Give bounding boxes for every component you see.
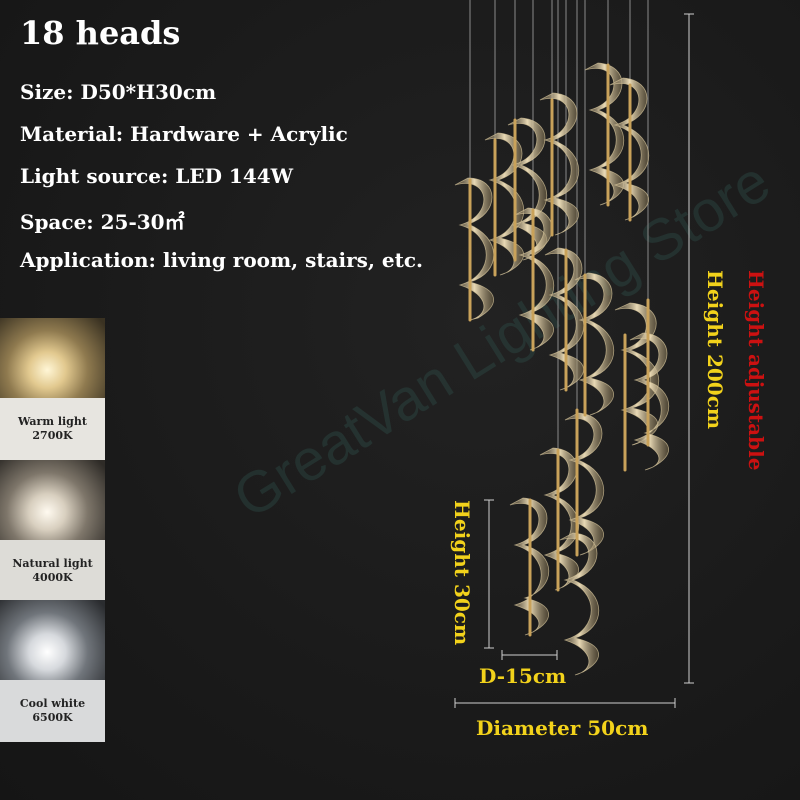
diameter-label: Diameter 50cm: [476, 716, 649, 740]
swatch-name: Cool white: [19, 697, 86, 710]
swatch-label: Natural light 4000K: [0, 540, 105, 602]
swatch-warm-light: Warm light 2700K: [0, 318, 105, 460]
dimension-lines: [454, 13, 694, 708]
swatch-label: Cool white 6500K: [0, 680, 105, 742]
spec-space: Space: 25-30㎡: [20, 210, 185, 234]
spec-material: Material: Hardware + Acrylic: [20, 122, 348, 146]
warm-glow-image: [0, 318, 105, 398]
swatch-temp: 6500K: [32, 711, 73, 724]
head-height-label: Height 30cm: [450, 500, 474, 646]
watermark: GreatVan Lighting Store: [222, 148, 781, 531]
total-height-label: Height 200cm: [703, 270, 727, 430]
swatch-cool-white: Cool white 6500K: [0, 600, 105, 742]
swatch-label: Warm light 2700K: [0, 398, 105, 460]
gold-rods: [468, 63, 650, 637]
ribbon-heads: [454, 62, 670, 676]
swatch-name: Warm light: [18, 415, 87, 428]
natural-glow-image: [0, 460, 105, 540]
swatch-natural-light: Natural light 4000K: [0, 460, 105, 602]
cool-glow-image: [0, 600, 105, 680]
spec-size: Size: D50*H30cm: [20, 80, 217, 104]
height-adjustable-label: Height adjustable: [744, 270, 768, 471]
heads-count-title: 18 heads: [20, 14, 181, 52]
swatch-name: Natural light: [12, 557, 93, 570]
spec-light-source: Light source: LED 144W: [20, 164, 294, 188]
swatch-temp: 4000K: [32, 571, 73, 584]
head-diameter-label: D-15cm: [479, 664, 567, 688]
spec-application: Application: living room, stairs, etc.: [20, 248, 423, 272]
swatch-temp: 2700K: [32, 429, 73, 442]
